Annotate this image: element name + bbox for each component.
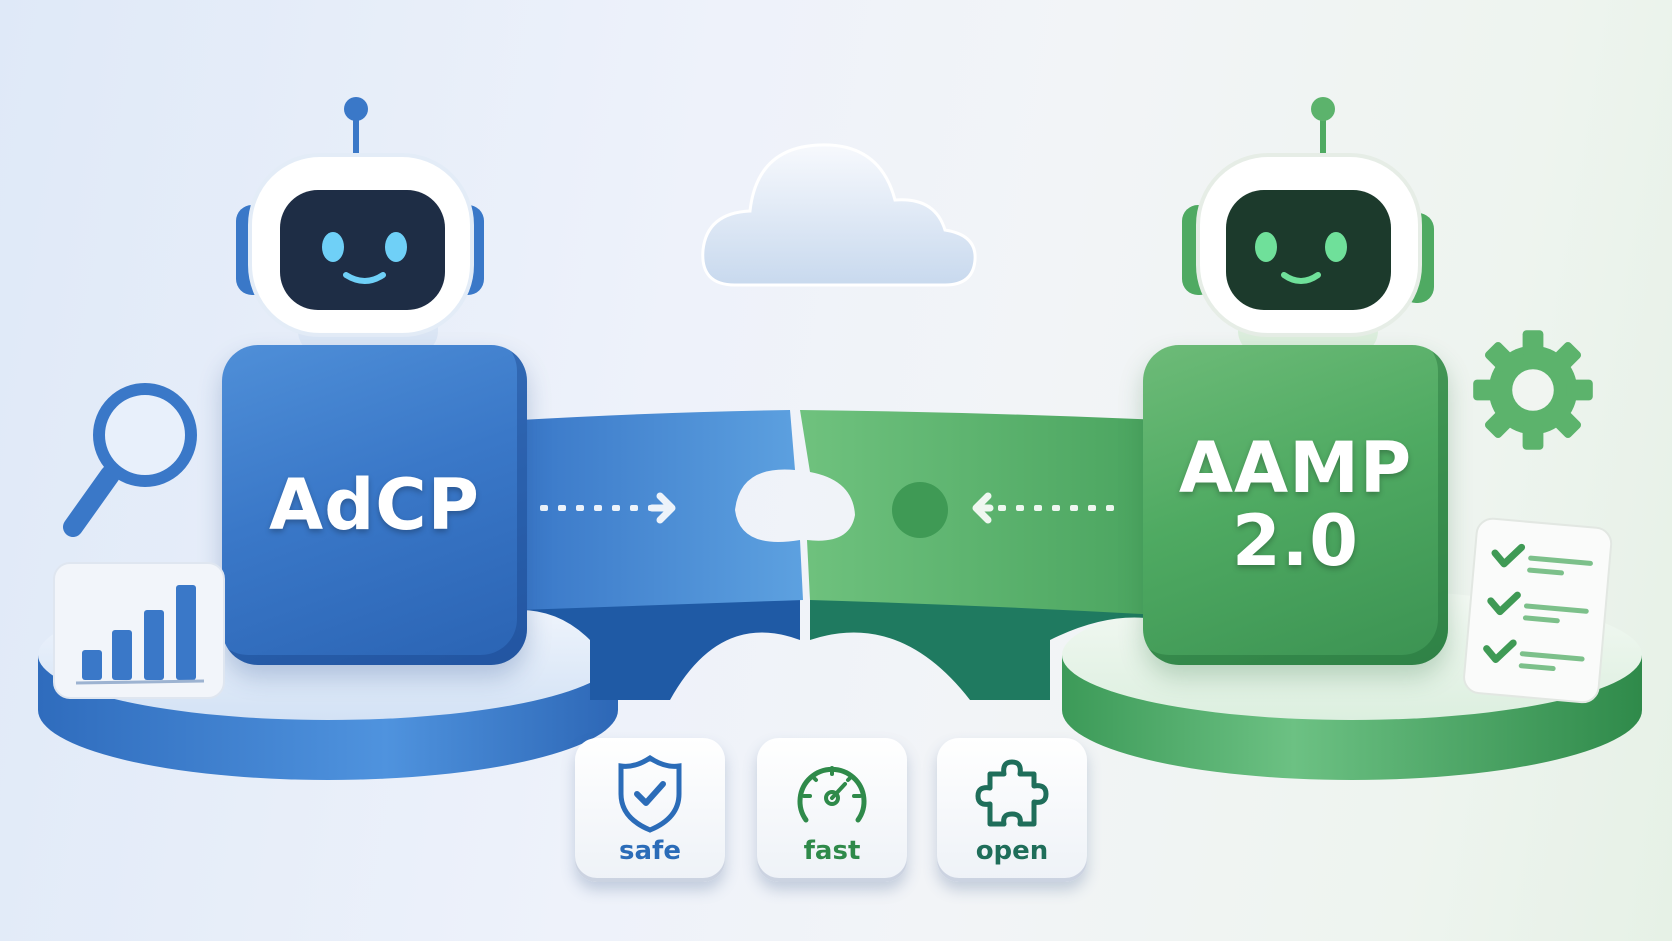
robot-green bbox=[1182, 97, 1434, 355]
feature-label-safe: safe bbox=[619, 836, 681, 866]
feature-label-fast: fast bbox=[803, 836, 861, 866]
robot-blue bbox=[236, 97, 484, 355]
feature-card-safe: safe bbox=[575, 738, 725, 882]
adcp-block: AdCP bbox=[222, 345, 527, 665]
gear-icon bbox=[1473, 330, 1593, 450]
arrow-left-dashed bbox=[972, 492, 1114, 524]
speedometer-icon bbox=[797, 766, 867, 823]
aamp-version: 2.0 bbox=[1231, 500, 1359, 582]
feature-card-open: open bbox=[937, 738, 1087, 882]
feature-label-open: open bbox=[975, 836, 1049, 866]
checklist-card bbox=[1463, 517, 1613, 704]
shield-check-icon bbox=[618, 754, 682, 833]
feature-card-fast: fast bbox=[757, 738, 907, 882]
arrow-right-dashed bbox=[540, 492, 676, 524]
cloud-icon bbox=[701, 143, 977, 287]
puzzle-bridge bbox=[520, 410, 1160, 700]
puzzle-piece-icon bbox=[975, 759, 1049, 827]
bar-chart-card bbox=[53, 562, 225, 699]
aamp-block: AAMP 2.0 bbox=[1143, 345, 1448, 665]
adcp-label: AdCP bbox=[269, 464, 480, 546]
aamp-label: AAMP bbox=[1178, 426, 1413, 509]
magnifier-icon bbox=[63, 383, 197, 537]
